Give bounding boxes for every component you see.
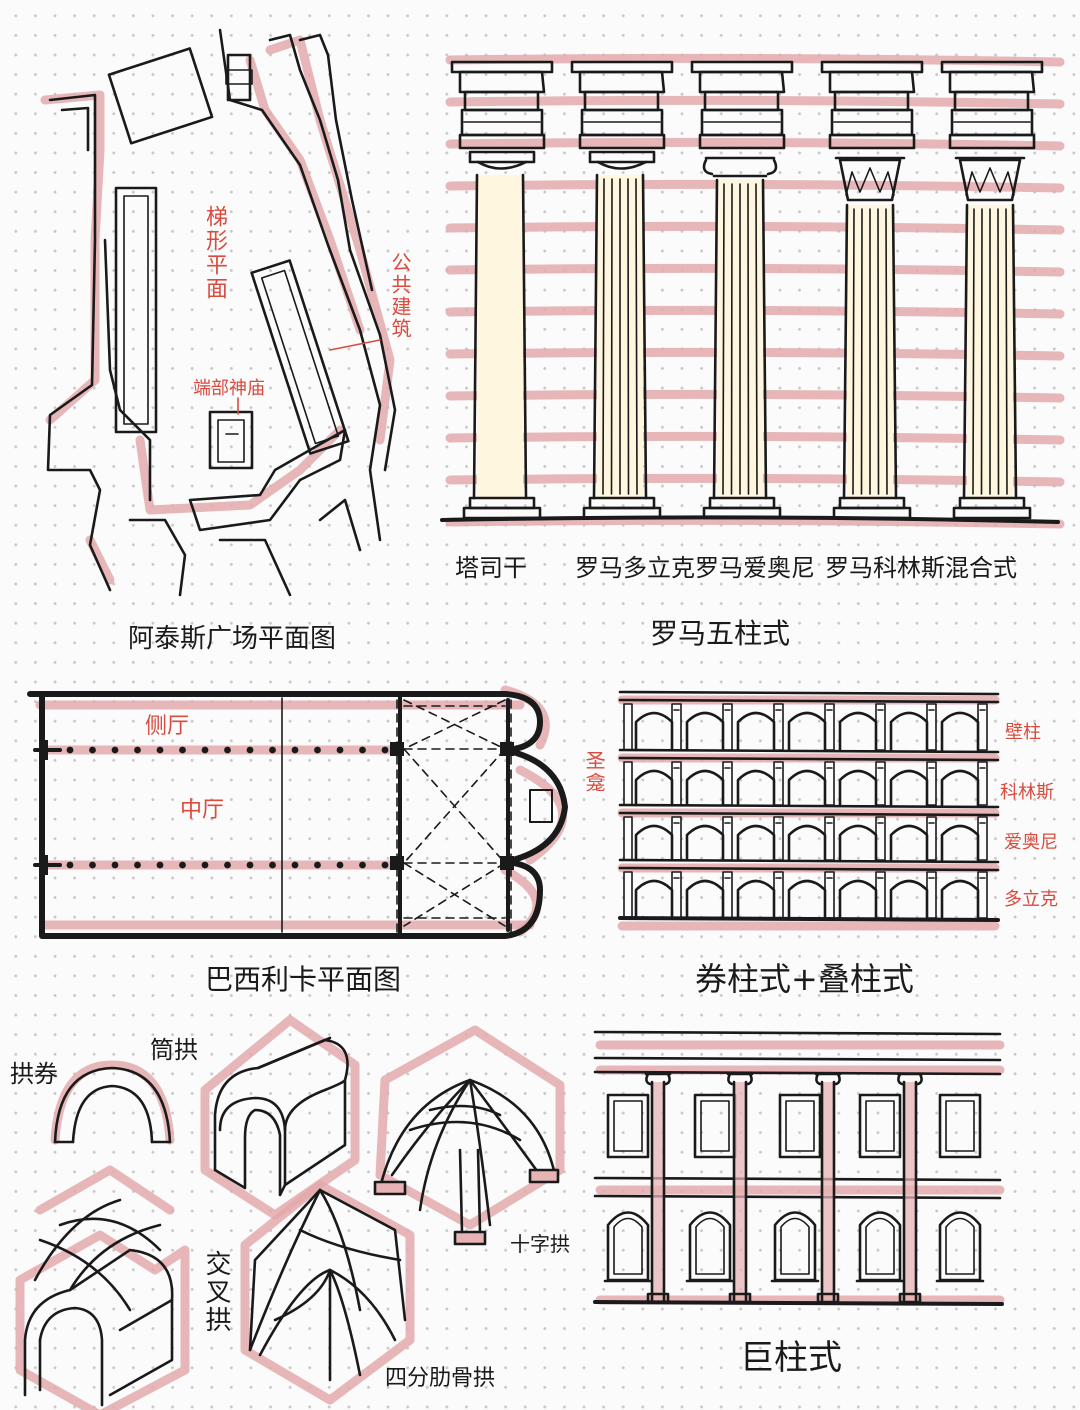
basilica-plan-panel: 侧厅 中厅 圣龛 巴西利卡平面图 [0, 670, 606, 1000]
order-name-tuscan: 塔司干 [455, 554, 527, 582]
column-composite [940, 60, 1044, 520]
orders-drawing [440, 53, 1065, 529]
level-label-doric: 多立克 [1004, 889, 1058, 910]
basilica-plan-drawing [27, 685, 568, 939]
giant-order-title: 巨柱式 [740, 1338, 842, 1378]
level-label-pilaster: 壁柱 [1005, 722, 1041, 743]
column-doric [570, 60, 674, 520]
arcade-title: 券柱式+叠柱式 [695, 960, 914, 998]
vaults-panel: 拱券 筒拱 十字拱 交叉拱 四分肋骨拱 [0, 1010, 590, 1410]
column-ionic [690, 60, 794, 520]
end-temple-note: 端部神庙 [193, 378, 265, 399]
level-label-corinthian: 科林斯 [1000, 782, 1054, 803]
cross-vault-label: 交叉拱 [201, 1250, 231, 1334]
barrel-vault-label: 筒拱 [150, 1036, 198, 1064]
order-name-corinthian: 罗马科林斯 [825, 554, 945, 582]
forum-plan-title: 阿泰斯广场平面图 [128, 624, 337, 654]
vaults-drawing [15, 1015, 565, 1410]
giant-order-panel: 巨柱式 [590, 1010, 1080, 1410]
level-label-ionic: 爱奥尼 [1004, 832, 1058, 853]
public-building-note: 公共建筑 [388, 252, 412, 340]
ribbed-vault-label: 四分肋骨拱 [385, 1366, 496, 1391]
column-corinthian [820, 60, 924, 520]
arch-label: 拱券 [10, 1060, 58, 1088]
forum-plan-panel: 梯形平面 公共建筑 端部神庙 阿泰斯广场平面图 [0, 0, 430, 660]
forum-plan-drawing [40, 28, 397, 597]
apse-note: 圣龛 [582, 750, 606, 794]
order-name-composite: 混合式 [945, 554, 1017, 582]
arcade-drawing [617, 690, 1000, 931]
trapezoid-plan-note: 梯形平面 [202, 205, 227, 301]
order-name-ionic: 罗马爱奥尼 [695, 554, 815, 582]
column-tuscan [450, 60, 554, 520]
nave-note: 中厅 [180, 798, 225, 823]
giant-order-drawing [593, 1030, 1005, 1306]
side-aisle-note: 侧厅 [145, 714, 190, 739]
groin-vault-label: 十字拱 [510, 1232, 570, 1256]
five-orders-panel: 塔司干 罗马多立克罗马爱奥尼罗马科林斯混合式 罗马五柱式 [430, 0, 1080, 660]
orders-title: 罗马五柱式 [650, 617, 791, 650]
order-name-doric: 罗马多立克 [575, 554, 695, 582]
basilica-plan-title: 巴西利卡平面图 [205, 963, 402, 996]
arcade-panel: 壁柱 科林斯 爱奥尼 多立克 券柱式+叠柱式 [600, 670, 1080, 1000]
